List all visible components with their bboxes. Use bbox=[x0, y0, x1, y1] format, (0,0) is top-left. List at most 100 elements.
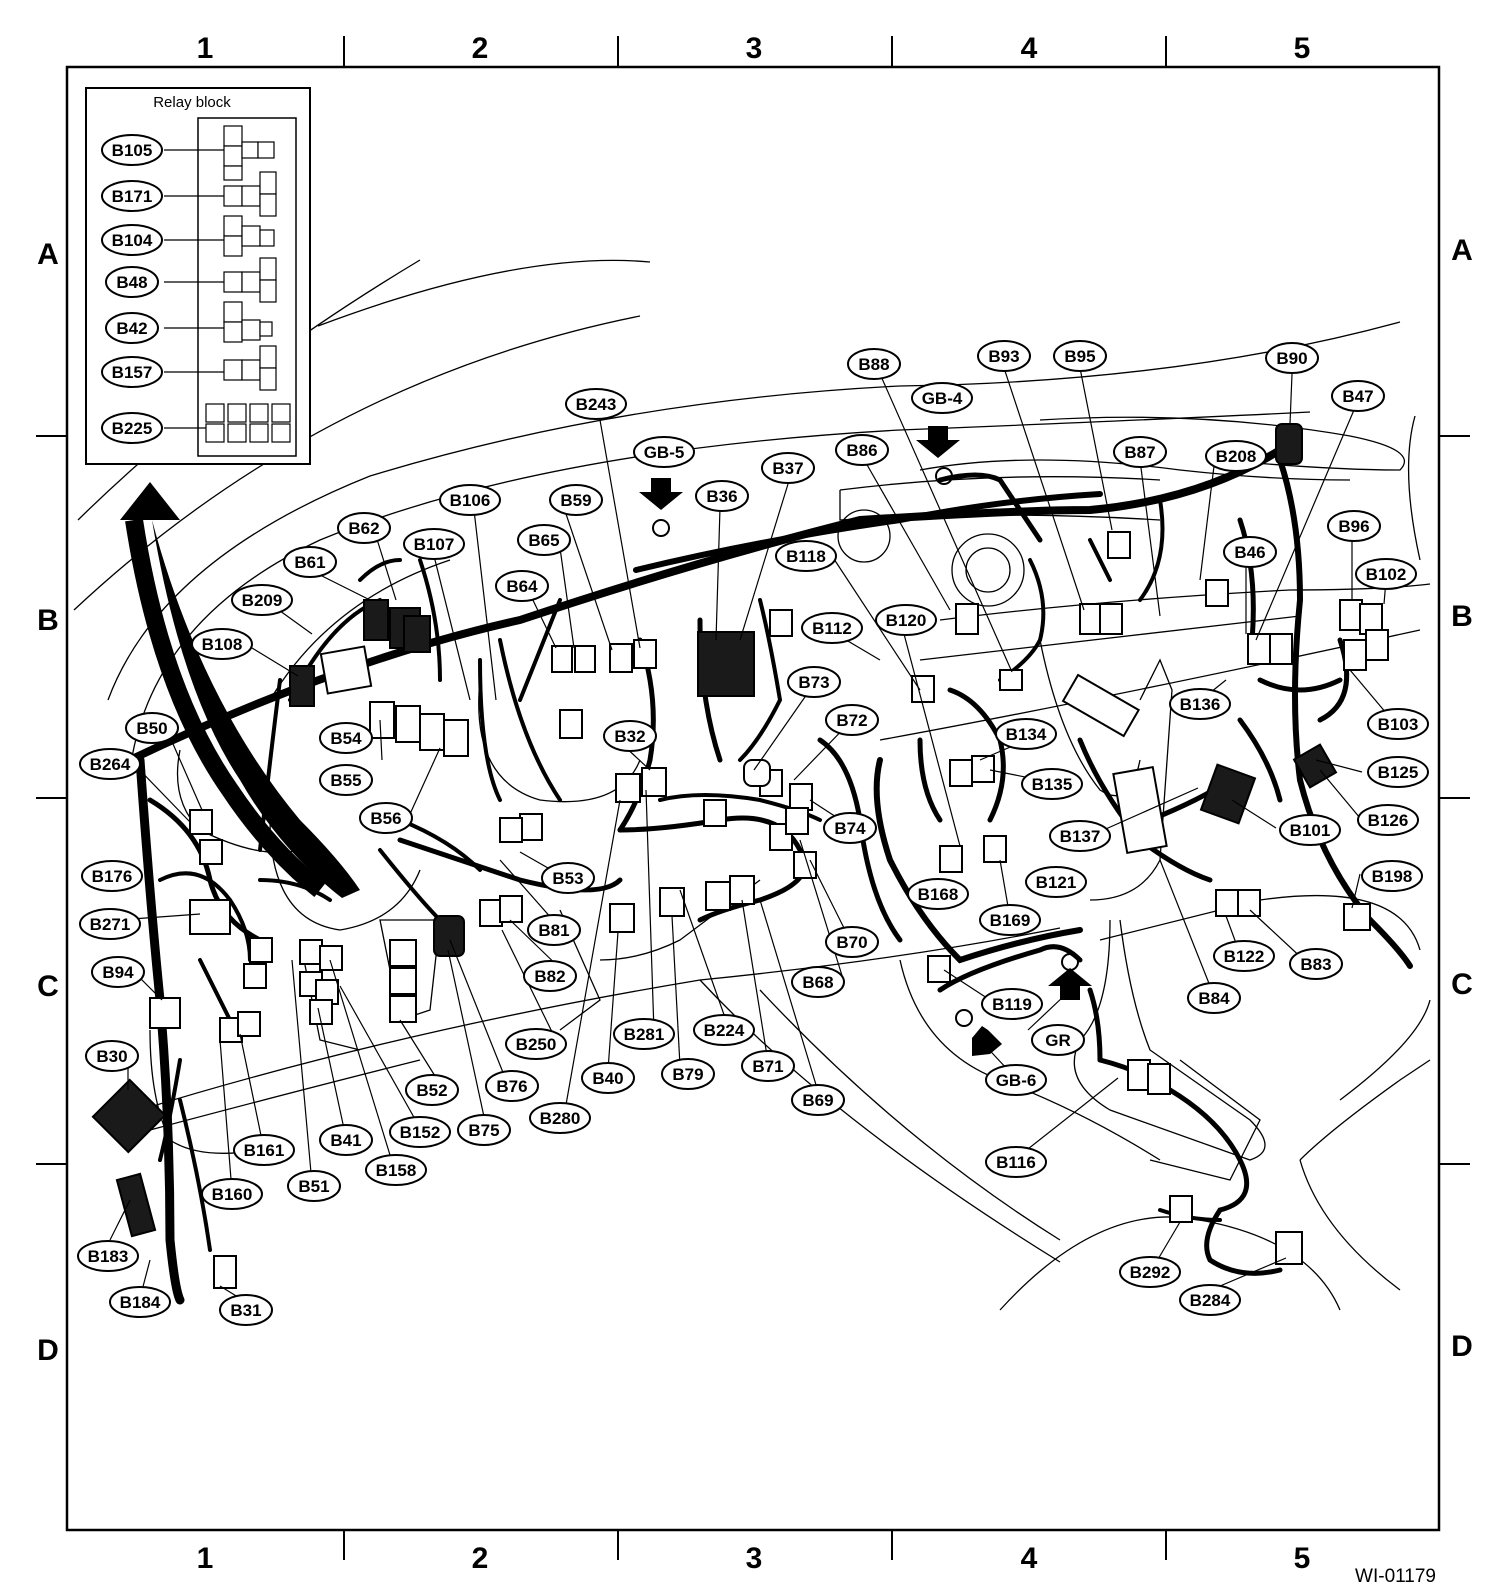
callout-b134-label: B134 bbox=[1006, 725, 1047, 744]
callout-b88-oval bbox=[847, 348, 901, 380]
callout-b75: B75 bbox=[457, 1114, 511, 1146]
callout-b31-oval bbox=[219, 1294, 273, 1326]
col-label-bottom-1: 1 bbox=[197, 1542, 214, 1575]
callout-b31: B31 bbox=[219, 1294, 273, 1326]
callout-b73-label: B73 bbox=[798, 673, 829, 692]
callout-b64-label: B64 bbox=[506, 577, 538, 596]
relay-label-b225-oval bbox=[101, 412, 163, 444]
col-label-top-1: 1 bbox=[197, 32, 214, 65]
callout-b169-label: B169 bbox=[990, 911, 1031, 930]
callout-b137: B137 bbox=[1049, 820, 1111, 852]
callout-b83-oval bbox=[1289, 948, 1343, 980]
callout-b59-label: B59 bbox=[560, 491, 591, 510]
callout-b36: B36 bbox=[695, 480, 749, 512]
callout-b75-label: B75 bbox=[468, 1121, 499, 1140]
relay-label-b171: B171 bbox=[101, 180, 163, 212]
callout-b47: B47 bbox=[1331, 380, 1385, 412]
col-label-top-4: 4 bbox=[1021, 32, 1038, 65]
callout-b93-label: B93 bbox=[988, 347, 1019, 366]
callout-b135-oval bbox=[1021, 768, 1083, 800]
callout-b52-oval bbox=[405, 1074, 459, 1106]
callout-b72-oval bbox=[825, 704, 879, 736]
callout-b86-label: B86 bbox=[846, 441, 877, 460]
callout-b208-label: B208 bbox=[1216, 447, 1257, 466]
callout-b75-oval bbox=[457, 1114, 511, 1146]
callout-b70-label: B70 bbox=[836, 933, 867, 952]
ground-arrows bbox=[639, 426, 1092, 1056]
callout-b136: B136 bbox=[1169, 688, 1231, 720]
callout-b102: B102 bbox=[1355, 558, 1417, 590]
col-label-bottom-2: 2 bbox=[472, 1542, 489, 1575]
callout-b54-oval bbox=[319, 722, 373, 754]
callout-b126-oval bbox=[1357, 804, 1419, 836]
callout-b158-label: B158 bbox=[376, 1161, 417, 1180]
callout-b30-oval bbox=[85, 1040, 139, 1072]
callout-b135-label: B135 bbox=[1032, 775, 1073, 794]
relay-label-b48-label: B48 bbox=[116, 273, 147, 292]
callout-b224: B224 bbox=[693, 1014, 755, 1046]
callout-b93: B93 bbox=[977, 340, 1031, 372]
callout-b62: B62 bbox=[337, 512, 391, 544]
ground-terminals bbox=[652, 467, 1079, 1027]
relay-label-b105-oval bbox=[101, 134, 163, 166]
row-label-right-C: C bbox=[1451, 968, 1473, 1001]
callout-b224-oval bbox=[693, 1014, 755, 1046]
callout-b96-label: B96 bbox=[1338, 517, 1369, 536]
callout-b52: B52 bbox=[405, 1074, 459, 1106]
callout-b41: B41 bbox=[319, 1124, 373, 1156]
relay-label-b105: B105 bbox=[101, 134, 163, 166]
callout-b73: B73 bbox=[787, 666, 841, 698]
callout-b158: B158 bbox=[365, 1154, 427, 1186]
callout-b120-oval bbox=[875, 604, 937, 636]
callout-b73-oval bbox=[787, 666, 841, 698]
gr-terminal-icon bbox=[1061, 953, 1079, 971]
callout-b209: B209 bbox=[231, 584, 293, 616]
callout-b40-oval bbox=[581, 1062, 635, 1094]
callout-b87-oval bbox=[1113, 436, 1167, 468]
callout-b122-oval bbox=[1213, 940, 1275, 972]
callout-b74-label: B74 bbox=[834, 819, 866, 838]
callout-b243-label: B243 bbox=[576, 395, 617, 414]
callout-b69: B69 bbox=[791, 1084, 845, 1116]
callout-b53-oval bbox=[541, 862, 595, 894]
callout-gb-6-oval bbox=[985, 1064, 1047, 1096]
callout-b280: B280 bbox=[529, 1102, 591, 1134]
callout-b50: B50 bbox=[125, 712, 179, 744]
callout-b101-label: B101 bbox=[1290, 821, 1331, 840]
relay-cells bbox=[205, 125, 291, 443]
callout-b264: B264 bbox=[79, 748, 141, 780]
callout-b183: B183 bbox=[77, 1240, 139, 1272]
callout-b101: B101 bbox=[1279, 814, 1341, 846]
callout-b119-oval bbox=[981, 988, 1043, 1020]
callout-b64: B64 bbox=[495, 570, 549, 602]
callout-b82-oval bbox=[523, 960, 577, 992]
callout-b71: B71 bbox=[741, 1050, 795, 1082]
callout-b87: B87 bbox=[1113, 436, 1167, 468]
callout-b88: B88 bbox=[847, 348, 901, 380]
callout-b108-oval bbox=[191, 628, 253, 660]
callout-b46: B46 bbox=[1223, 536, 1277, 568]
callout-b90: B90 bbox=[1265, 342, 1319, 374]
callout-b250-oval bbox=[505, 1028, 567, 1060]
callout-b65: B65 bbox=[517, 524, 571, 556]
callout-b59-oval bbox=[549, 484, 603, 516]
callout-b161-oval bbox=[233, 1134, 295, 1166]
callout-b79: B79 bbox=[661, 1058, 715, 1090]
callout-b94: B94 bbox=[91, 956, 145, 988]
callout-b81-label: B81 bbox=[538, 921, 569, 940]
row-label-left-C: C bbox=[37, 970, 59, 1003]
callout-gb-4-oval bbox=[911, 382, 973, 414]
callout-b121-label: B121 bbox=[1036, 873, 1077, 892]
callout-b68-label: B68 bbox=[802, 973, 833, 992]
callout-b93-oval bbox=[977, 340, 1031, 372]
callout-b40: B40 bbox=[581, 1062, 635, 1094]
callout-b69-label: B69 bbox=[802, 1091, 833, 1110]
callout-b184-label: B184 bbox=[120, 1293, 161, 1312]
callout-b280-oval bbox=[529, 1102, 591, 1134]
callout-b59: B59 bbox=[549, 484, 603, 516]
callout-b224-label: B224 bbox=[704, 1021, 745, 1040]
callout-b116-label: B116 bbox=[996, 1153, 1036, 1172]
callout-b32: B32 bbox=[603, 720, 657, 752]
row-label-right-B: B bbox=[1451, 600, 1473, 633]
